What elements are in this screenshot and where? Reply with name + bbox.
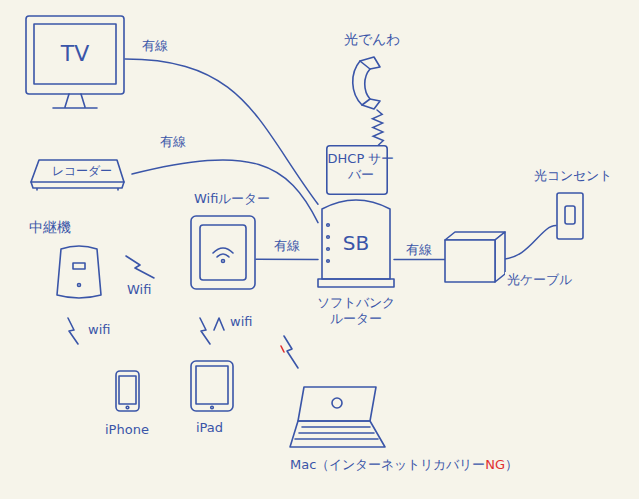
wired-link [256, 259, 318, 261]
node-label: iPad [196, 420, 223, 436]
onu-box [445, 232, 505, 282]
node-label: iPhone [105, 422, 149, 438]
ipad-device: iPad [190, 360, 234, 412]
antenna-mark [214, 318, 224, 330]
node-sublabel: ソフトバンク ルーター [312, 295, 400, 326]
node-label: 光コンセント [534, 168, 612, 184]
tv-box: TV [25, 15, 125, 95]
note-label: 光ケーブル [505, 272, 574, 288]
dhcp-box: DHCP サーバー [326, 145, 396, 195]
phone-handset: 光でんわ [350, 55, 395, 110]
note-label: wifi [228, 314, 254, 330]
node-label: レコーダー [31, 164, 132, 178]
node-shape [290, 385, 385, 450]
edge-label: 有線 [158, 134, 188, 150]
mac-laptop: Mac（インターネットリカバリーNG） [290, 385, 385, 450]
caption-part: ） [505, 457, 518, 472]
note-label: 有線 [404, 242, 434, 258]
node-shape [190, 360, 234, 412]
node-label: TV [25, 41, 125, 67]
router-cylinder: SBソフトバンク ルーター [318, 195, 394, 287]
node-shape [350, 55, 395, 110]
optical-outlet: 光コンセント [556, 192, 584, 240]
repeater-device: 中継機 [55, 245, 103, 300]
caption-part: NG [485, 457, 505, 472]
red-mark [281, 346, 284, 352]
edge-label: 有線 [140, 38, 170, 54]
node-label: 中継機 [29, 219, 71, 236]
coiled-cord [372, 110, 383, 145]
node-label: DHCP サーバー [326, 151, 396, 182]
recorder-box: レコーダー [31, 158, 132, 190]
wifi-bolt [126, 256, 154, 278]
wired-link [132, 160, 318, 223]
node-shape [115, 370, 140, 412]
note-label: wifi [86, 322, 112, 338]
wifi-bolt [284, 336, 298, 368]
wifi-router: Wifiルーター [190, 215, 256, 290]
iphone-device: iPhone [115, 370, 140, 412]
node-shape [190, 215, 256, 290]
edge-label: 有線 [272, 238, 302, 254]
node-label: 光でんわ [344, 31, 400, 48]
node-label: Wifiルーター [194, 191, 270, 207]
node-label: SB [318, 231, 394, 255]
wifi-bolt [68, 318, 78, 344]
node-shape [55, 245, 103, 300]
note-label: Wifi [125, 282, 153, 298]
device-caption: Mac（インターネットリカバリーNG） [290, 457, 518, 473]
caption-part: Mac（インターネットリカバリー [290, 457, 485, 472]
wifi-bolt [200, 318, 210, 344]
node-shape [556, 192, 584, 240]
